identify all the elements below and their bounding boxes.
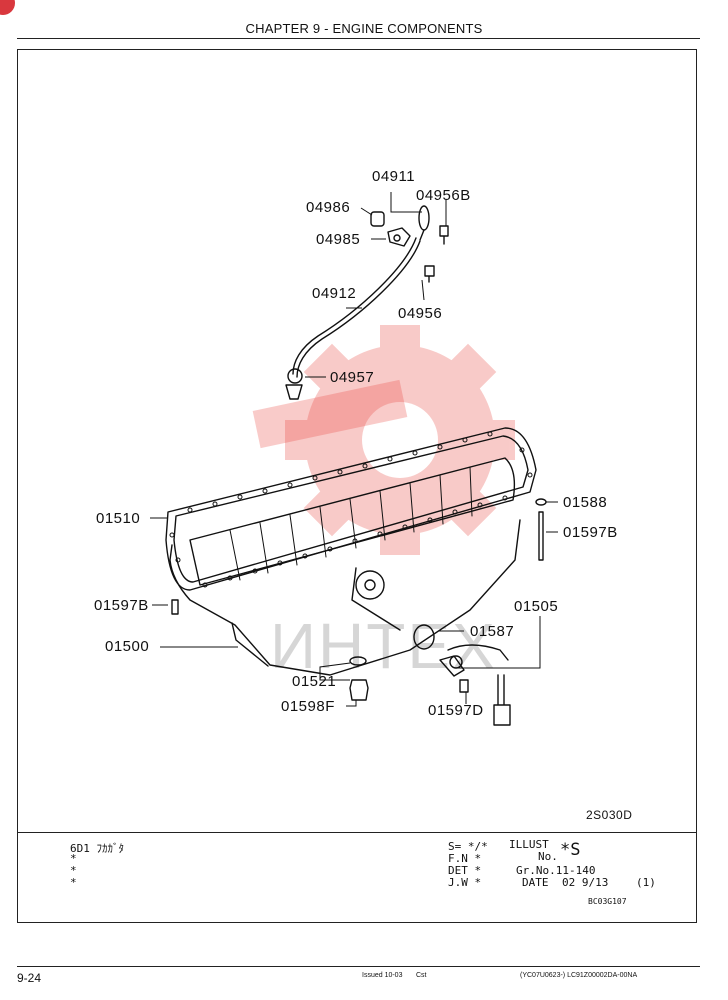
part-label-01597B-right: 01597B	[563, 524, 618, 541]
part-label-01597B-left: 01597B	[94, 597, 149, 614]
title-block-star-2: *	[70, 864, 77, 877]
title-block-star-3: *	[70, 876, 77, 889]
title-block-group-no: Gr.No.11-140	[516, 864, 596, 877]
footer-rule	[17, 966, 700, 967]
drawing-frame	[17, 49, 697, 923]
part-label-01587: 01587	[470, 623, 515, 640]
oil-pan-body	[169, 519, 521, 676]
document-code: (YC07U0623-) LC91Z00002DA-00NA	[520, 972, 638, 979]
clip-04985-icon	[387, 227, 411, 247]
illustration-code: 2S030D	[586, 808, 633, 822]
leader-lines	[150, 192, 558, 707]
part-label-04911: 04911	[372, 168, 416, 185]
oil-pan-ribs	[229, 466, 473, 581]
bolt-04956-icon	[424, 265, 435, 283]
plug-04986-icon	[370, 211, 385, 227]
title-block-model: 6D1 ﾌｶｶﾞﾀ	[70, 842, 124, 855]
part-label-04957: 04957	[330, 369, 375, 386]
oil-pump-boss	[355, 570, 385, 600]
drain-plug-01598F-icon	[349, 679, 369, 701]
bolt-01597B-right-icon	[538, 511, 544, 561]
bolt-01597B-left-icon	[171, 599, 179, 615]
bolt-04956B-icon	[439, 225, 449, 245]
gasket-01521-icon	[349, 656, 367, 666]
o-ring-01587-icon	[413, 624, 435, 650]
part-label-01588: 01588	[563, 494, 608, 511]
title-block-no-label: No.	[538, 850, 558, 863]
part-label-01597D: 01597D	[428, 702, 484, 719]
title-block-scale: S= */*	[448, 840, 488, 853]
oil-strainer-pipe	[439, 644, 509, 677]
part-label-04985: 04985	[316, 231, 361, 248]
watermark-gear-icon	[285, 325, 515, 555]
part-label-01598F: 01598F	[281, 698, 335, 715]
grommet-04957-icon	[287, 368, 303, 384]
title-block-star-1: *	[70, 852, 77, 865]
part-label-04956B: 04956B	[416, 187, 471, 204]
header-rule	[17, 38, 700, 39]
part-label-01510: 01510	[96, 510, 141, 527]
dipstick-handle-icon	[418, 205, 430, 231]
title-block-fn: F.N *	[448, 852, 482, 865]
part-label-01521: 01521	[292, 673, 337, 690]
title-block-sheet: (1)	[636, 876, 656, 889]
part-label-01505: 01505	[514, 598, 559, 615]
watermark-text: ИНТЕХ	[270, 610, 497, 682]
dipstick-guide-tube	[292, 237, 417, 375]
issued-suffix: Cst	[416, 972, 427, 979]
corner-badge-icon	[0, 0, 15, 15]
title-block-date: 02 9/13	[562, 876, 609, 889]
title-block-ref-code: BC03G107	[588, 897, 627, 906]
part-label-04986: 04986	[306, 199, 351, 216]
watermark-bar	[252, 379, 408, 449]
chapter-header: CHAPTER 9 - ENGINE COMPONENTS	[245, 21, 483, 36]
title-block-det: DET *	[448, 864, 482, 877]
issued-date: Issued 10-03	[362, 972, 403, 979]
part-label-01500: 01500	[105, 638, 150, 655]
title-block-jw: J.W *	[448, 876, 482, 889]
page-number: 9-24	[17, 971, 42, 985]
part-label-04912: 04912	[312, 285, 357, 302]
part-label-04956: 04956	[398, 305, 443, 322]
title-block-rule	[17, 832, 697, 833]
title-block-illust-no: *S	[560, 840, 581, 860]
washer-01588-icon	[535, 498, 547, 506]
title-block-date-label: DATE	[522, 876, 549, 889]
title-block-illust-label: ILLUST	[509, 838, 549, 851]
bolt-01597D-icon	[459, 679, 469, 693]
